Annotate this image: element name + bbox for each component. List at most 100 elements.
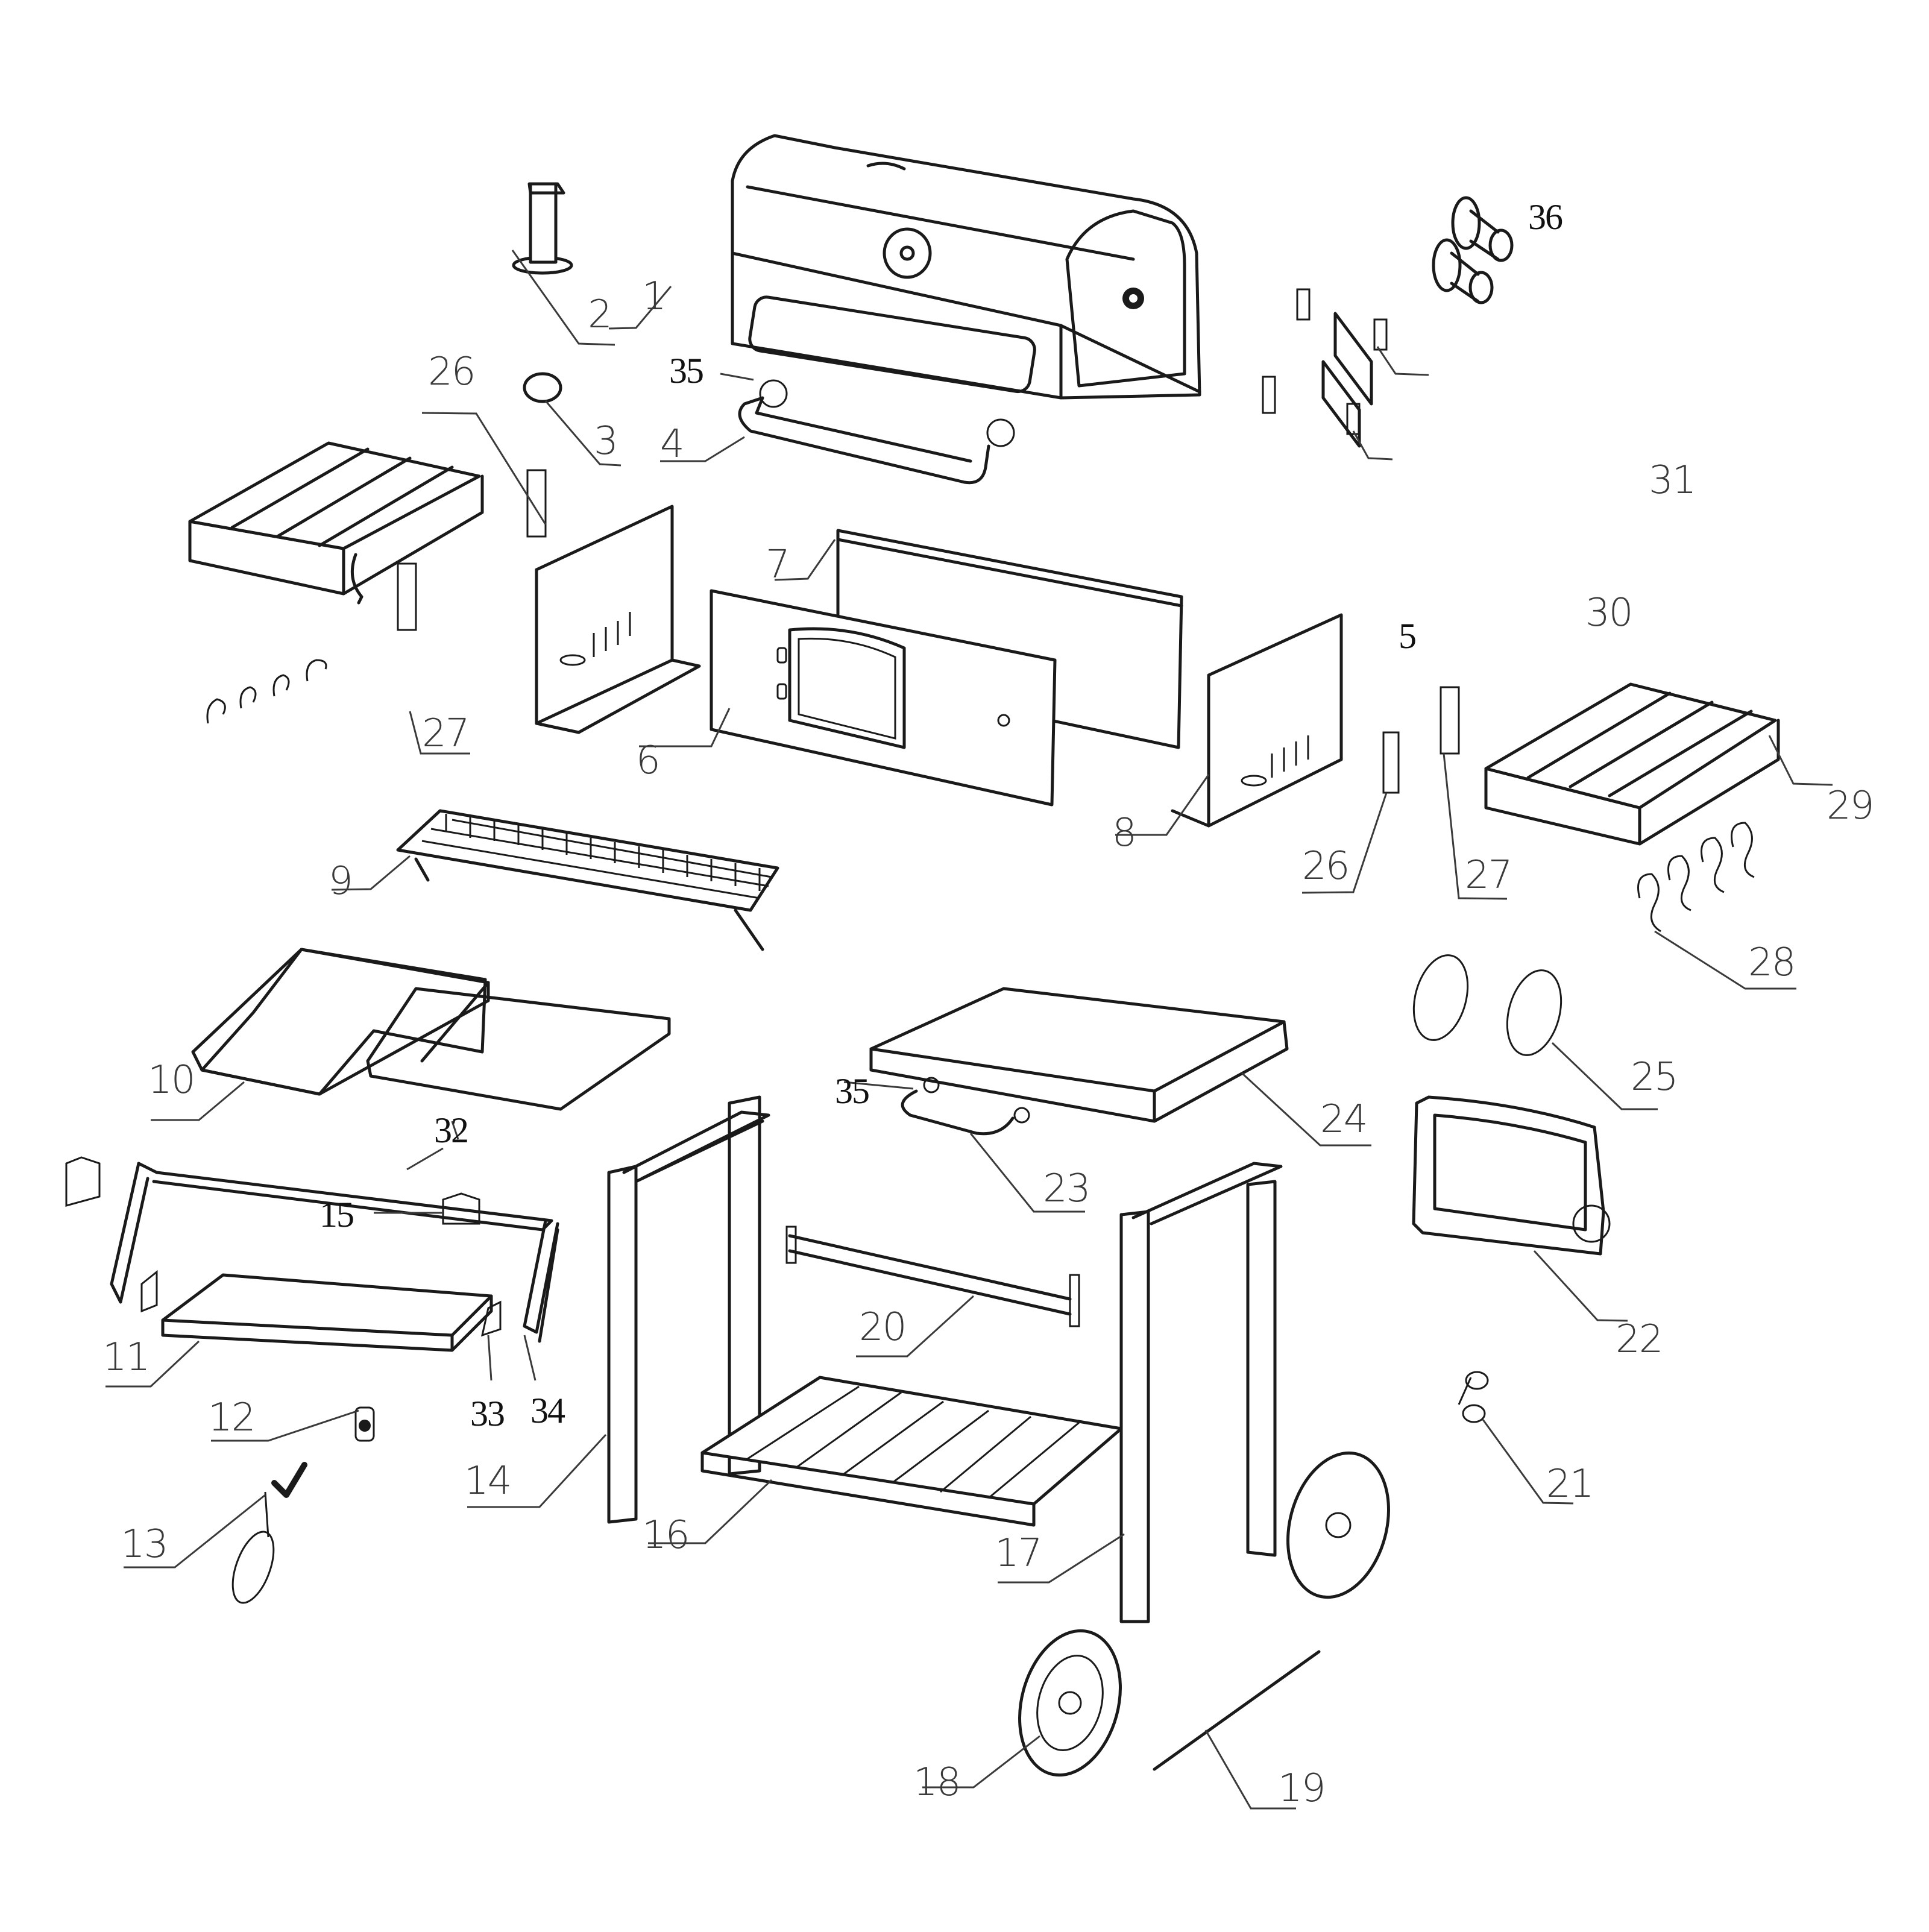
label-26-b: 26 [1302,844,1350,889]
label-22: 22 [1616,1317,1663,1362]
right-side-panel [1171,613,1343,828]
label-2: 2 [588,292,612,337]
leader-16 [648,1479,773,1544]
s-hooks-left [206,659,327,724]
leader-30 [1352,430,1393,461]
label-20: 20 [859,1305,907,1350]
leader-10 [151,1081,245,1121]
label-27: 27 [422,711,470,756]
leader-6 [639,708,731,747]
label-10: 10 [148,1058,195,1103]
lid-handle [738,379,1015,485]
left-leg-frame [607,1095,770,1524]
charcoal-tray-assembly [65,1156,559,1352]
label-25: 25 [1631,1055,1678,1100]
leader-19 [1204,1729,1296,1810]
leader-14 [467,1433,607,1508]
front-panel [710,589,1057,807]
leader-32 [406,1147,444,1171]
leader-2 [511,250,615,346]
leader-20 [856,1295,975,1358]
leader-29 [1768,735,1833,786]
label-8: 8 [1112,811,1137,855]
leader-33 [487,1335,492,1381]
adjustment-knob [354,1406,375,1442]
label-17: 17 [995,1531,1042,1576]
bushings [1432,196,1514,304]
label-19: 19 [1278,1766,1326,1811]
leader-8 [1115,774,1210,836]
wheels [1018,1451,1390,1777]
leader-27a [409,711,470,755]
label-29: 29 [1827,784,1874,828]
label-31: 31 [1649,458,1696,503]
leader-34 [523,1335,537,1381]
leader-11 [105,1340,200,1388]
axle [1153,1650,1321,1771]
right-leg-frame [1119,1162,1283,1623]
label-27-b: 27 [1465,853,1512,898]
label-32: 32 [434,1110,469,1150]
door-hinge [1458,1371,1489,1423]
label-28: 28 [1748,940,1796,985]
label-26: 26 [428,350,476,394]
label-14: 14 [464,1459,512,1503]
leader-25 [1551,1042,1658,1110]
leader-22 [1533,1250,1628,1322]
leader-18 [922,1735,1040,1789]
label-16: 16 [642,1513,690,1558]
leader-26b [1301,792,1388,894]
ash-door [1412,1095,1611,1256]
leader-24 [1241,1072,1371,1147]
bottom-shelf [700,1376,1123,1527]
chimney [512,182,573,275]
label-24: 24 [1320,1097,1368,1142]
cooking-grates [191,948,671,1111]
leader-32-top [451,1121,459,1140]
leader-3 [544,400,621,467]
label-12: 12 [208,1396,256,1440]
left-side-shelf [188,441,547,631]
leader-35a [720,373,754,381]
label-5: 5 [1399,616,1417,656]
cross-bar [785,1226,1080,1327]
leader-35b [843,1081,914,1090]
label-3: 3 [594,419,618,464]
leader-17 [998,1533,1125,1584]
leader-26a [421,412,547,525]
label-18: 18 [913,1760,961,1805]
leader-13 [124,1494,266,1569]
right-side-shelf [1382,682,1780,846]
crank-handle [231,1462,307,1604]
label-21: 21 [1546,1462,1594,1506]
thermometer-ring [523,372,562,403]
label-9: 9 [329,859,353,904]
leader-23 [969,1133,1085,1213]
leader-9 [331,855,411,891]
leader-1 [608,286,672,330]
leader-4 [660,436,745,462]
label-36: 36 [1528,197,1563,237]
label-15: 15 [319,1195,354,1235]
label-35-b: 35 [835,1071,870,1111]
leader-12 [211,1409,359,1442]
leader-27b [1443,753,1508,900]
ash-tray [869,987,1289,1123]
left-side-panel [535,505,701,734]
label-35: 35 [669,351,704,391]
wheel-caps [1412,954,1562,1056]
leader-28 [1654,930,1796,990]
leader-7 [774,539,836,581]
label-34: 34 [530,1391,565,1430]
leader-31 [1376,346,1429,376]
s-hooks-right [1637,822,1755,933]
warming-rack [396,809,779,951]
label-1: 1 [642,274,667,319]
label-13: 13 [121,1522,168,1567]
label-6: 6 [636,738,661,783]
label-7: 7 [766,543,790,587]
label-4: 4 [660,422,685,467]
label-33: 33 [470,1394,505,1433]
